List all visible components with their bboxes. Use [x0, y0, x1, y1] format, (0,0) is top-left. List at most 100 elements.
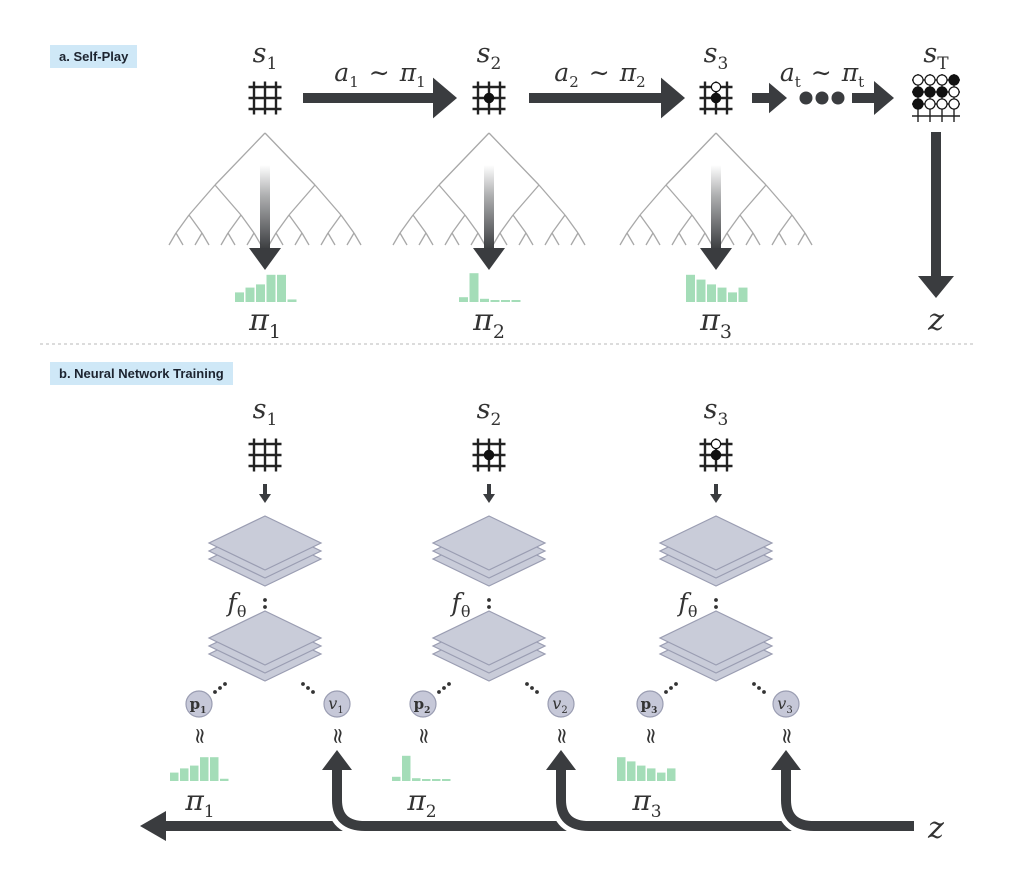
- histogram-bar: [617, 757, 626, 781]
- self-play-board-4: [912, 74, 960, 122]
- self-play-state-label-3: s3: [704, 38, 729, 74]
- dot: [535, 690, 539, 694]
- value-head-dots-1: [301, 682, 315, 694]
- white-stone: [924, 98, 936, 110]
- white-stone: [936, 74, 948, 86]
- training-policy-label-2-base: π: [406, 784, 426, 817]
- value-node-label-3-sub: 3: [786, 705, 792, 716]
- training-policy-label-2-sub: 2: [426, 802, 437, 822]
- tree-edge: [564, 214, 579, 234]
- training-board-3: [699, 438, 733, 472]
- histogram-bar: [637, 765, 646, 781]
- white-stone: [948, 98, 960, 110]
- search-arrow-1: [249, 165, 281, 270]
- tree-edge: [451, 232, 460, 246]
- network-bottom-stack-2: [431, 610, 547, 682]
- policy-node-2: [409, 690, 437, 718]
- histogram-bar: [459, 297, 468, 302]
- histogram-bar: [469, 273, 479, 302]
- black-stone: [912, 86, 924, 98]
- tree-edge: [227, 232, 236, 246]
- tree-edge: [512, 184, 540, 216]
- dot: [487, 605, 491, 609]
- dot: [525, 682, 529, 686]
- training-state-label-3-sub: 3: [718, 410, 729, 430]
- policy-node-label-2: p2: [414, 695, 431, 716]
- network-function-label-2-sub: θ: [461, 602, 471, 621]
- tree-edge: [726, 232, 735, 246]
- tree-edge: [778, 232, 787, 246]
- value-node-label-2-sub: 2: [561, 705, 567, 716]
- action-sub: 1: [349, 73, 359, 91]
- network-function-label-2-base: f: [450, 588, 465, 617]
- policy-head-dots-2: [437, 682, 451, 694]
- policy-approx-2: ≈: [411, 727, 436, 745]
- black-stone: [710, 449, 722, 461]
- action-arrow-1: [303, 77, 457, 119]
- training-histogram-1: [170, 757, 229, 781]
- policy-node-label-1: p1: [190, 695, 207, 716]
- tree-edge: [551, 232, 560, 246]
- tree-edge: [639, 184, 667, 216]
- outcome-label: z: [927, 303, 944, 338]
- tree-edge: [340, 214, 355, 234]
- tree-edge: [320, 232, 329, 246]
- histogram-bar: [422, 779, 431, 781]
- network-function-label-2: fθ: [450, 588, 471, 621]
- self-play-state-label-2-base: s: [477, 38, 491, 69]
- tree-edge: [778, 214, 793, 234]
- tree-edge: [438, 132, 490, 186]
- value-node-2: [547, 690, 575, 718]
- dot: [218, 686, 222, 690]
- network-layer: [658, 515, 774, 571]
- histogram-bar: [717, 287, 727, 302]
- training-policy-label-1-base: π: [184, 784, 204, 817]
- search-arrow-3: [700, 165, 732, 270]
- white-stone: [948, 86, 960, 98]
- tree-edge: [551, 214, 566, 234]
- tree-edge: [626, 214, 641, 234]
- tree-edge: [444, 232, 453, 246]
- tree-edge: [214, 184, 242, 216]
- histogram-bar: [412, 778, 421, 781]
- tree-edge: [678, 232, 687, 246]
- self-play-board-3: [699, 81, 733, 115]
- histogram-bar: [696, 279, 706, 302]
- section-a-tag: a. Self-Play: [50, 45, 138, 68]
- network-layer: [431, 515, 547, 571]
- policy-label-1-sub: 1: [269, 321, 281, 343]
- training-policy-label-2: π2: [406, 784, 436, 822]
- tree-edge: [752, 232, 761, 246]
- policy-approx-3: ≈: [638, 727, 663, 745]
- histogram-bar: [707, 284, 716, 302]
- policy-sym: π: [399, 58, 417, 87]
- dot: [752, 682, 756, 686]
- value-node-3: [772, 690, 800, 718]
- dot: [447, 682, 451, 686]
- tilde: ∼: [589, 58, 610, 87]
- policy-node-label-3: p3: [641, 695, 658, 716]
- value-node-label-2-base: v: [552, 694, 561, 713]
- policy-histogram-3: [686, 274, 748, 302]
- value-node-label-1-sub: 1: [337, 705, 343, 716]
- tree-edge: [227, 214, 242, 234]
- tree-edge: [464, 214, 479, 234]
- tree-edge: [726, 214, 741, 234]
- training-state-label-3: s3: [704, 394, 729, 430]
- network-bottom-stack-3: [658, 610, 774, 682]
- tree-edge: [188, 184, 216, 216]
- policy-sub: 2: [636, 73, 646, 91]
- tree-edge: [797, 232, 806, 246]
- dot: [213, 690, 217, 694]
- tilde: ∼: [811, 58, 832, 87]
- policy-node-label-3-sub: 3: [651, 706, 657, 716]
- dot: [714, 605, 718, 609]
- training-state-label-3-base: s: [704, 394, 718, 425]
- tree-edge: [525, 232, 534, 246]
- training-state-label-1: s1: [253, 394, 278, 430]
- histogram-bar: [266, 274, 276, 302]
- tree-edge: [488, 132, 540, 186]
- histogram-bar: [256, 284, 265, 302]
- self-play-state-label-2: s2: [477, 38, 502, 74]
- black-stone: [936, 86, 948, 98]
